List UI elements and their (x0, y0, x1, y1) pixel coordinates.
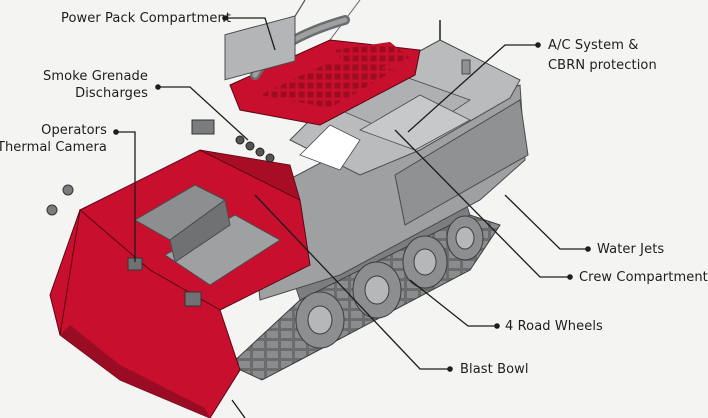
label-crew-compartment: Crew Compartment (579, 270, 708, 285)
label-ac-line1: A/C System & (548, 38, 639, 53)
blast-bowl (79, 149, 311, 311)
dozer-blade (49, 209, 241, 418)
label-ac-line2: CBRN protection (548, 58, 657, 73)
label-power-pack: Power Pack Compartment (61, 11, 232, 26)
power-pack-grille (224, 15, 421, 126)
label-blast-bowl: Blast Bowl (460, 362, 529, 377)
label-water-jets: Water Jets (597, 242, 665, 257)
label-smoke-grenade-line1: Smoke Grenade (43, 69, 148, 84)
label-road-wheels: 4 Road Wheels (505, 319, 603, 334)
road-wheels (295, 215, 484, 349)
label-smoke-grenade-line2: Discharges (75, 86, 148, 101)
leader-lines (116, 17, 588, 418)
label-thermal-line2: Thermal Camera (0, 140, 107, 155)
smoke-dischargers (235, 135, 275, 163)
leader-dots (113, 15, 591, 372)
label-thermal-line1: Operators (41, 123, 107, 138)
front-lights (46, 119, 215, 216)
